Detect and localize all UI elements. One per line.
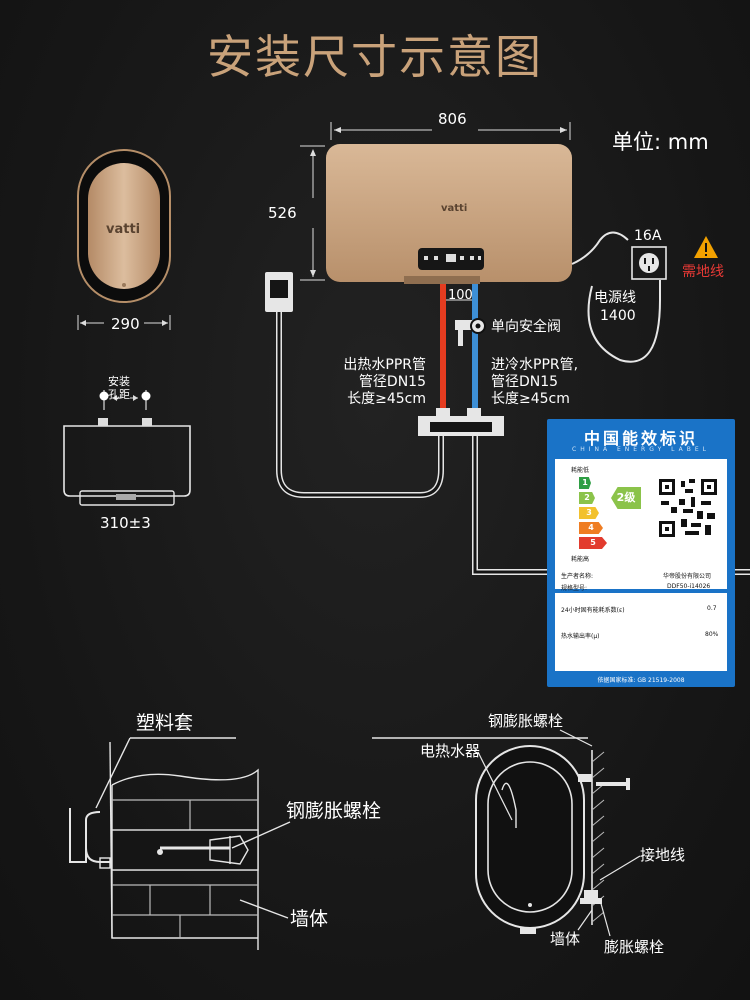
expansion-bolt-left — [209, 835, 249, 865]
cold-pipe-label-2: 管径DN15 — [491, 374, 559, 390]
page-title: 安装尺寸示意图 — [207, 30, 543, 84]
energy-label-subtitle: CHINA ENERGY LABEL — [572, 446, 710, 453]
model-value: DDF50-i14026 — [667, 583, 711, 590]
power-cable-length: 1400 — [600, 308, 636, 324]
cold-pipe-label-1: 进冷水PPR管, — [491, 357, 579, 373]
width-dimension: 806 — [438, 110, 467, 128]
energy-grade-badge: 2级 — [611, 487, 641, 509]
cold-pipe-label-3: 长度≥45cm — [491, 391, 570, 407]
output-key: 热水输出率(μ) — [561, 633, 600, 640]
safety-valve — [455, 320, 475, 330]
grade-bar-4: 4 — [579, 522, 603, 534]
energy-high-label: 耗能高 — [571, 556, 590, 563]
energy-label: 中国能效标识 CHINA ENERGY LABEL 耗能低 1 2 3 4 5 … — [547, 419, 735, 687]
wall-label-left: 墙体 — [290, 908, 329, 930]
hot-pipe — [440, 284, 446, 414]
unit-label: 单位: mm — [612, 130, 709, 154]
energy-label-spec-card: 24小时固有能耗系数(ε) 0.7 热水输出率(μ) 80% — [555, 593, 727, 671]
energy-standard: 依据国家标准: GB 21519-2008 — [597, 677, 685, 684]
wall-label-right: 墙体 — [550, 930, 581, 948]
pipe-gap-dimension: 100 — [448, 288, 473, 303]
safety-valve-label: 单向安全阀 — [491, 319, 561, 335]
ground-warning: 需地线 — [682, 264, 724, 280]
loss-key: 24小时固有能耗系数(ε) — [561, 607, 625, 614]
steel-bolt-label-left: 钢膨胀螺栓 — [286, 800, 382, 822]
brand-logo-front: vatti — [441, 203, 468, 214]
mount-hole-label: 安装 孔距 — [108, 375, 130, 401]
hot-pipe-label-2: 管径DN15 — [358, 374, 426, 390]
energy-label-title: 中国能效标识 — [583, 429, 698, 448]
energy-label-grade-card: 耗能低 1 2 3 4 5 耗能高 2级 生产者名称: — [555, 459, 727, 592]
depth-side-dimension: 310±3 — [100, 514, 151, 532]
plastic-sleeve-label: 塑料套 — [136, 712, 194, 734]
hot-pipe-label-3: 长度≥45cm — [347, 391, 426, 407]
grade-bar-3: 3 — [579, 507, 599, 519]
ground-wire-label: 接地线 — [640, 846, 686, 864]
socket-rating: 16A — [634, 228, 662, 244]
grade-bar-1: 1 — [579, 477, 591, 489]
wall-section — [111, 768, 259, 950]
heater-body — [326, 144, 572, 282]
producer-value: 华帝股份有限公司 — [663, 573, 712, 580]
grade-bar-2: 2 — [579, 492, 595, 504]
producer-key: 生产者名称: — [561, 573, 594, 580]
power-cable-label: 电源线 — [594, 290, 636, 306]
grade-bar-5: 5 — [579, 537, 607, 549]
steel-bolt-label-right: 钢膨胀螺栓 — [488, 712, 564, 730]
depth-front-dimension: 290 — [111, 315, 140, 333]
heater-side-detail — [475, 745, 585, 929]
heater-label-right: 电热水器 — [420, 742, 481, 760]
power-cable — [587, 280, 661, 363]
model-key: 规格型号: — [561, 585, 588, 592]
output-value: 80% — [705, 631, 719, 638]
brand-logo-side: vatti — [106, 222, 141, 237]
socket — [631, 246, 667, 280]
hot-pipe-label-1: 出热水PPR管 — [343, 357, 426, 373]
hook — [69, 808, 101, 863]
loss-value: 0.7 — [707, 605, 717, 612]
height-dimension: 526 — [268, 204, 297, 222]
cold-pipe — [472, 284, 478, 414]
top-view-outline — [63, 425, 191, 497]
energy-low-label: 耗能低 — [571, 467, 590, 474]
expansion-bolt-label: 膨胀螺栓 — [604, 938, 665, 956]
qr-code-icon — [657, 477, 719, 539]
side-view-panel — [88, 163, 160, 289]
